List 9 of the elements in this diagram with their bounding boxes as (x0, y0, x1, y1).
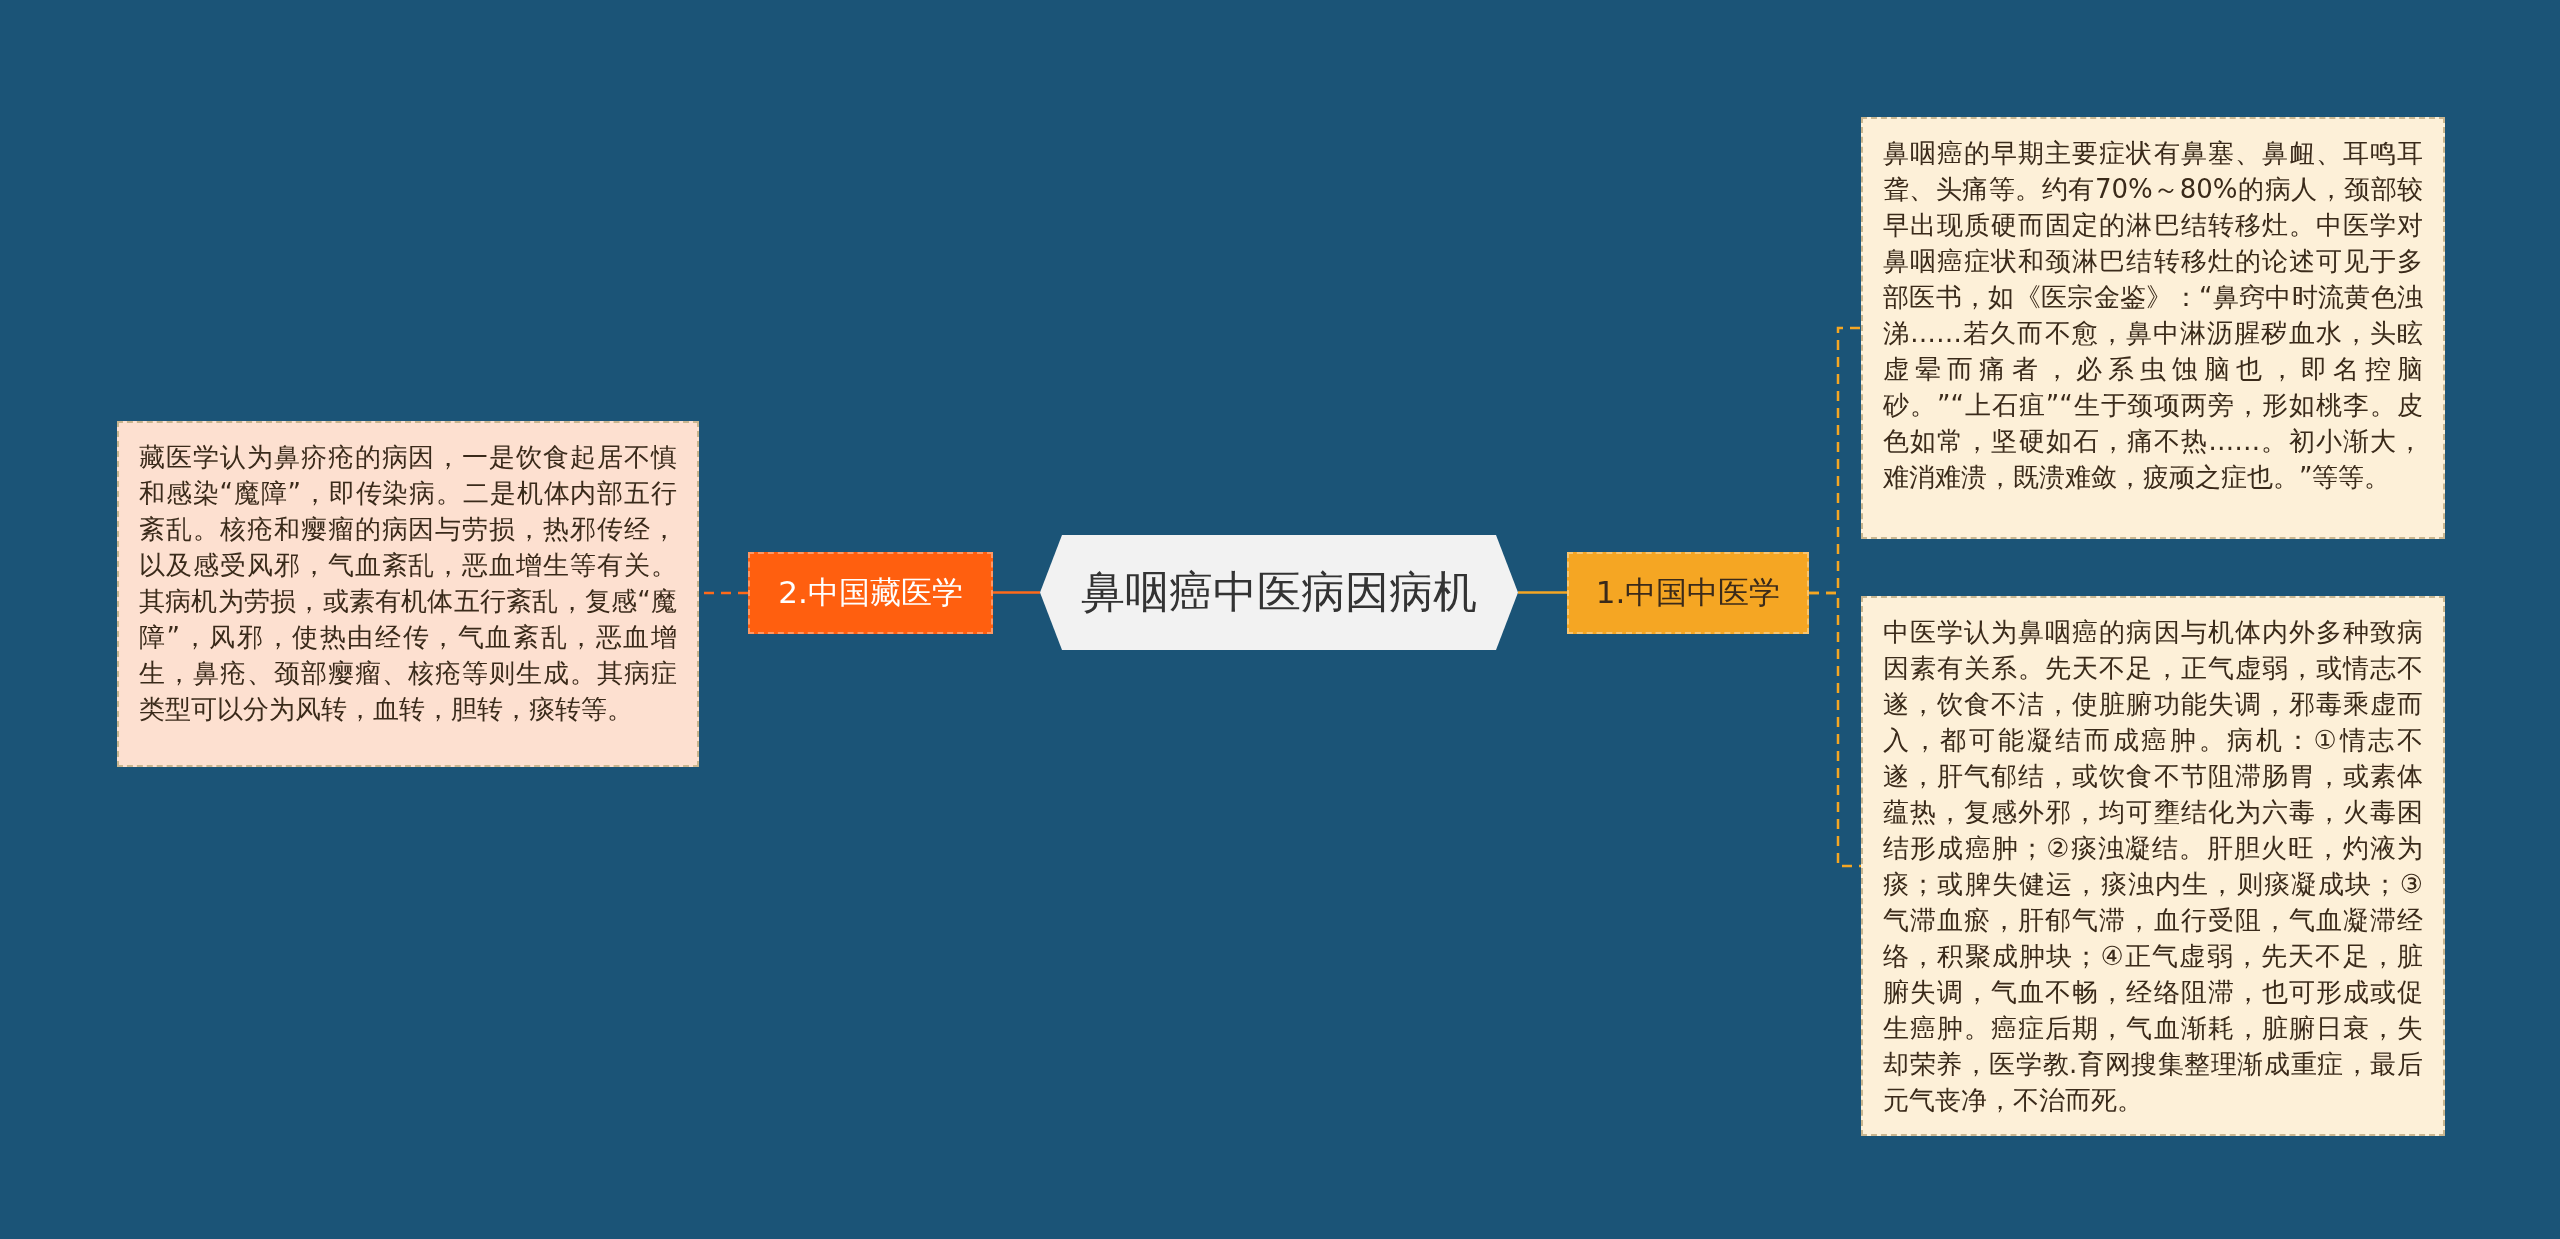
branch-topic: 1.中国中医学 (1567, 552, 1809, 634)
central-topic-text: 鼻咽癌中医病因病机 (1081, 565, 1477, 619)
text-card: 中医学认为鼻咽癌的病因与机体内外多种致病因素有关系。先天不足，正气虚弱，或情志不遂，饮食不洁，使脏腑功能失调，邪毒乘虚而入，都可能凝结而成癌肿。病机：①情志不遂，肝气郁结，或饮食不节阻滞肠胃，或素体蕴热，复感外邪，均可壅结化为六毒，火毒困结形成癌肿；②痰浊凝结。肝胆火旺，灼液为痰；或脾失健运，痰浊内生，则痰凝成块；③气滞血瘀，肝郁气滞，血行受阻，气血凝滞经络，积聚成肿块；④正气虚弱，先天不足，脏腑失调，气血不畅，经络阻滞，也可形成或促生癌肿。癌症后期，气血渐耗，脏腑日衰，失却荣养，医学教.育网搜集整理渐成重症，最后元气丧净，不治而死。 (1861, 596, 2445, 1136)
connector-line (993, 591, 1040, 594)
connector-line (1809, 591, 1861, 868)
connector-line (1518, 591, 1567, 594)
branch-topic: 2.中国藏医学 (748, 552, 993, 634)
text-card: 藏医学认为鼻疥疮的病因，一是饮食起居不慎和感染“魔障”，即传染病。二是机体内部五行紊乱。核疮和瘿瘤的病因与劳损，热邪传经，以及感受风邪，气血紊乱，恶血增生等有关。其病机为劳损，或素有机体五行紊乱，复感“魔障”，风邪，使热由经传，气血紊乱，恶血增生，鼻疮、颈部瘿瘤、核疮等则生成。其病症类型可以分为风转，血转，胆转，痰转等。 (117, 421, 699, 767)
text-card: 鼻咽癌的早期主要症状有鼻塞、鼻衄、耳鸣耳聋、头痛等。约有70%～80%的病人，颈部较早出现质硬而固定的淋巴结转移灶。中医学对鼻咽癌症状和颈淋巴结转移灶的论述可见于多部医书，如《医宗金鉴》：“鼻窍中时流黄色浊涕……若久而不愈，鼻中淋沥腥秽血水，头眩虚晕而痛者，必系虫蚀脑也，即名控脑砂。”“上石疽”“生于颈项两旁，形如桃李。皮色如常，坚硬如石，痛不热……。初小渐大，难消难溃，既溃难敛，疲顽之症也。”等等。 (1861, 117, 2445, 539)
